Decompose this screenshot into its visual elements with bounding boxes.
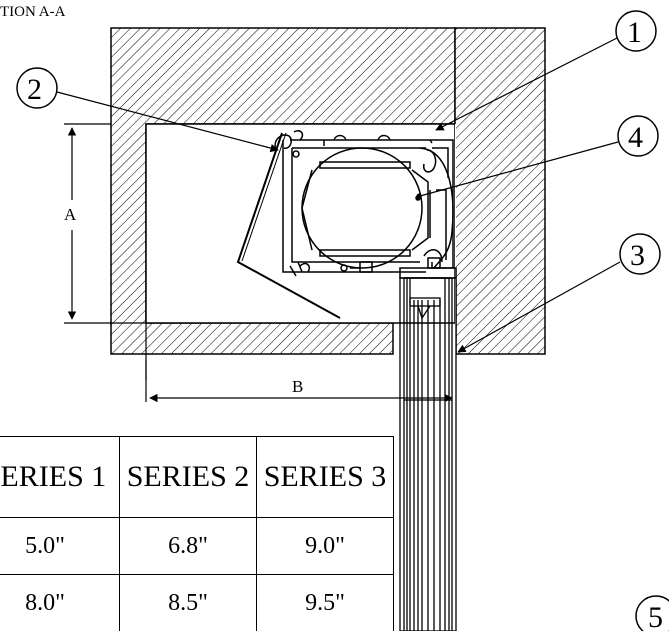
table-header-series-2: SERIES 2	[119, 436, 257, 518]
table-header-series-3: SERIES 3	[256, 436, 394, 518]
callout-2-number: 2	[27, 73, 42, 106]
table-cell: 9.0"	[256, 517, 394, 575]
callout-4-number: 4	[628, 121, 643, 154]
dimension-b	[145, 360, 453, 403]
guide-recess	[455, 124, 456, 356]
dimension-a-label: A	[64, 205, 77, 224]
callout-3-number: 3	[630, 239, 645, 272]
callout-2: 2	[16, 67, 279, 153]
table-cell: 6.8"	[119, 517, 257, 575]
shutter-curtain	[399, 277, 457, 631]
table-cell: 5.0"	[0, 517, 120, 575]
callout-4: 4	[416, 115, 659, 199]
curtain-wrap	[419, 147, 454, 269]
callout-5: 5	[635, 595, 669, 631]
series-dimension-table: SERIES 1 SERIES 2 SERIES 3 5.0" 6.8" 9.0…	[0, 436, 394, 631]
roller-housing	[236, 129, 454, 319]
table-row: 8.0" 8.5" 9.5"	[0, 574, 394, 631]
cavity-opening	[145, 123, 456, 324]
table-header-row: SERIES 1 SERIES 2 SERIES 3	[0, 436, 394, 518]
callout-1-number: 1	[627, 16, 642, 49]
dimension-b-label: B	[292, 377, 303, 396]
table-cell: 8.0"	[0, 574, 120, 631]
callout-5-number: 5	[648, 601, 663, 631]
table-cell: 9.5"	[256, 574, 394, 631]
callout-1: 1	[435, 10, 657, 131]
section-title: TION A-A	[0, 4, 66, 20]
table-cell: 8.5"	[119, 574, 257, 631]
table-header-series-1: SERIES 1	[0, 436, 120, 518]
roller-drum	[301, 147, 431, 269]
callout-3: 3	[457, 233, 661, 353]
table-row: 5.0" 6.8" 9.0"	[0, 517, 394, 575]
right-wall-hatched	[454, 27, 546, 355]
